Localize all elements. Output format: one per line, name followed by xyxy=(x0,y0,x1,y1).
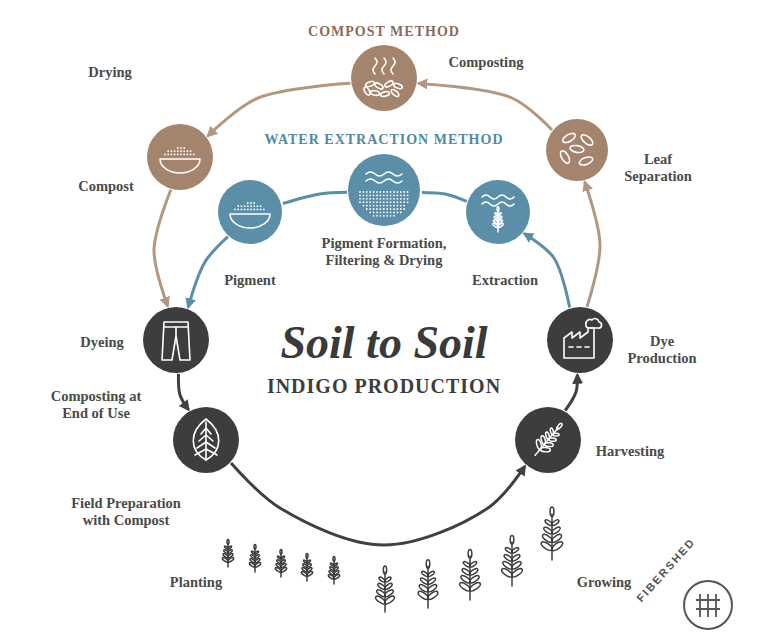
step-circle: Dyeing xyxy=(143,307,209,373)
cycle-connector xyxy=(524,234,569,308)
step-icon xyxy=(528,418,569,462)
logo-mark xyxy=(684,581,732,629)
step-circle: Field Preparation with Compost xyxy=(173,407,239,473)
step-icon xyxy=(564,319,602,358)
cycle-connector xyxy=(422,192,467,201)
step-label: Dyeing xyxy=(67,334,137,351)
step-icon xyxy=(559,132,595,167)
step-icon xyxy=(162,322,190,360)
fern-sprig xyxy=(528,418,569,462)
edge-label: Drying xyxy=(70,64,150,81)
circle-shape xyxy=(546,119,608,181)
cycle-connector xyxy=(419,83,552,130)
edge-label: Composting xyxy=(436,54,536,71)
circle-shape xyxy=(143,307,209,373)
step-circle: Compost xyxy=(147,124,213,190)
plant-illustration xyxy=(222,507,564,612)
fern-sprig xyxy=(417,560,439,608)
free-label: INDIGO PRODUCTION xyxy=(267,375,501,398)
circle-shape xyxy=(218,180,282,244)
circle-shape xyxy=(147,124,213,190)
cycle-connector xyxy=(188,237,228,308)
step-icon xyxy=(359,172,408,217)
step-label: Pigment Formation, Filtering & Drying xyxy=(304,235,464,268)
free-label: FIBERSHED xyxy=(634,535,698,604)
fern-sprig xyxy=(500,535,523,586)
circle-shape xyxy=(515,407,581,473)
circle-shape xyxy=(351,45,417,111)
step-label: Leaf Separation xyxy=(612,151,704,184)
fern-sprig xyxy=(275,549,288,577)
circle-shape xyxy=(466,180,530,244)
step-circle: COMPOST METHOD xyxy=(351,45,417,111)
cycle-connector xyxy=(208,83,351,136)
fern-sprig xyxy=(492,207,504,232)
step-label: Field Preparation with Compost xyxy=(71,495,181,528)
fern-sprig xyxy=(328,556,341,584)
step-icon xyxy=(193,419,219,460)
step-label: Compost xyxy=(66,178,146,195)
step-icon xyxy=(230,202,270,228)
step-icon xyxy=(363,58,403,98)
step-label: Harvesting xyxy=(585,443,675,460)
cycle-connector xyxy=(585,182,600,307)
cycle-connector xyxy=(283,192,347,203)
step-circle: Extraction xyxy=(466,180,530,244)
cycle-connector xyxy=(231,463,525,545)
fern-sprig xyxy=(222,539,235,567)
cycle-connector xyxy=(154,190,171,306)
circle-shape xyxy=(173,407,239,473)
circle-shape xyxy=(547,307,613,373)
step-circle: Pigment Formation, Filtering & Drying xyxy=(348,154,420,226)
circle-shape xyxy=(348,154,420,226)
diagram-title: Soil to Soil xyxy=(280,317,487,370)
step-circle: Leaf Separation xyxy=(546,119,608,181)
step-label: Pigment xyxy=(210,272,290,289)
step-icon xyxy=(160,147,200,173)
step-icon xyxy=(482,195,514,232)
fern-sprig xyxy=(458,549,481,600)
free-label: Planting xyxy=(170,574,222,591)
fern-sprig xyxy=(540,507,564,560)
step-circle: Dye Production xyxy=(547,307,613,373)
fern-sprig xyxy=(301,553,314,581)
free-label: Growing xyxy=(577,574,632,591)
cycle-connector xyxy=(565,375,577,411)
step-label: Extraction xyxy=(460,272,550,289)
step-circle: Pigment xyxy=(218,180,282,244)
step-circle: Harvesting xyxy=(515,407,581,473)
cycle-connector xyxy=(178,374,188,410)
edge-label: Composting at End of Use xyxy=(36,388,156,421)
fern-sprig xyxy=(374,566,395,612)
step-label: COMPOST METHOD xyxy=(294,24,474,40)
fern-sprig xyxy=(249,544,262,572)
step-label: Dye Production xyxy=(616,333,708,366)
free-label: WATER EXTRACTION METHOD xyxy=(265,132,504,148)
